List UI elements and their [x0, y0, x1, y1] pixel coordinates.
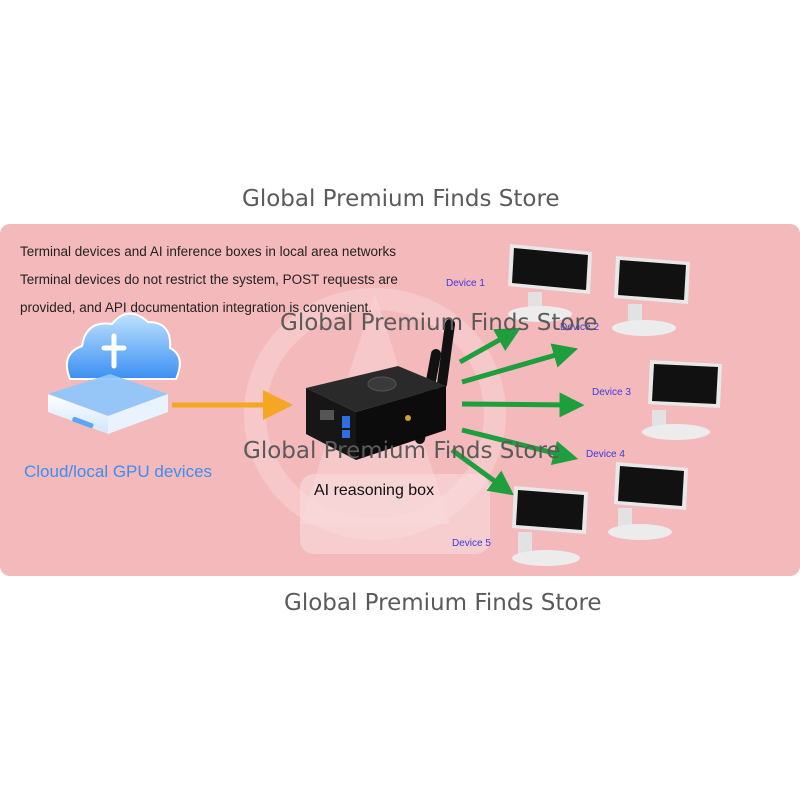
watermark-top: Global Premium Finds Store [242, 186, 560, 212]
ethernet-port [320, 410, 334, 420]
usb-port-1 [342, 416, 350, 428]
device-5-label: Device 5 [452, 538, 491, 549]
ai-reasoning-box-icon [306, 319, 455, 460]
arrow-to-device-2 [461, 343, 579, 385]
device-4-icon [608, 462, 688, 540]
antenna-left [437, 319, 455, 389]
device-1-label: Device 1 [446, 278, 485, 289]
watermark-overlay-1: Global Premium Finds Store [280, 310, 598, 336]
diagram-panel: Terminal devices and AI inference boxes … [0, 224, 800, 576]
gpu-base-icon [48, 374, 168, 434]
diagram-graphics [172, 244, 722, 566]
description-line-2: Terminal devices do not restrict the sys… [20, 272, 398, 287]
source-label: Cloud/local GPU devices [24, 462, 213, 481]
arrow-to-device-4 [461, 427, 579, 466]
cloud-gpu-illustration [48, 312, 181, 434]
vent-grille [367, 376, 397, 392]
device-2-label: Device 2 [560, 322, 599, 333]
device-3-icon [642, 360, 722, 440]
output-arrows [450, 327, 585, 496]
description-line-1: Terminal devices and AI inference boxes … [20, 244, 396, 259]
arrow-to-device-3 [461, 392, 585, 418]
description-line-3: provided, and API documentation integrat… [20, 300, 372, 315]
device-3-label: Device 3 [592, 387, 631, 398]
device-5-icon [512, 486, 588, 566]
device-2-icon [612, 256, 690, 336]
arrow-to-device-5 [450, 447, 515, 496]
watermark-bottom: Global Premium Finds Store [284, 590, 602, 616]
device-1-icon [508, 244, 592, 322]
ai-box-label: AI reasoning box [314, 482, 435, 499]
usb-port-2 [342, 430, 350, 438]
power-port [405, 415, 411, 421]
watermark-overlay-2: Global Premium Finds Store [243, 438, 561, 464]
cloud-icon [66, 312, 181, 380]
arrow-to-device-1 [458, 327, 521, 365]
device-4-label: Device 4 [586, 449, 625, 460]
